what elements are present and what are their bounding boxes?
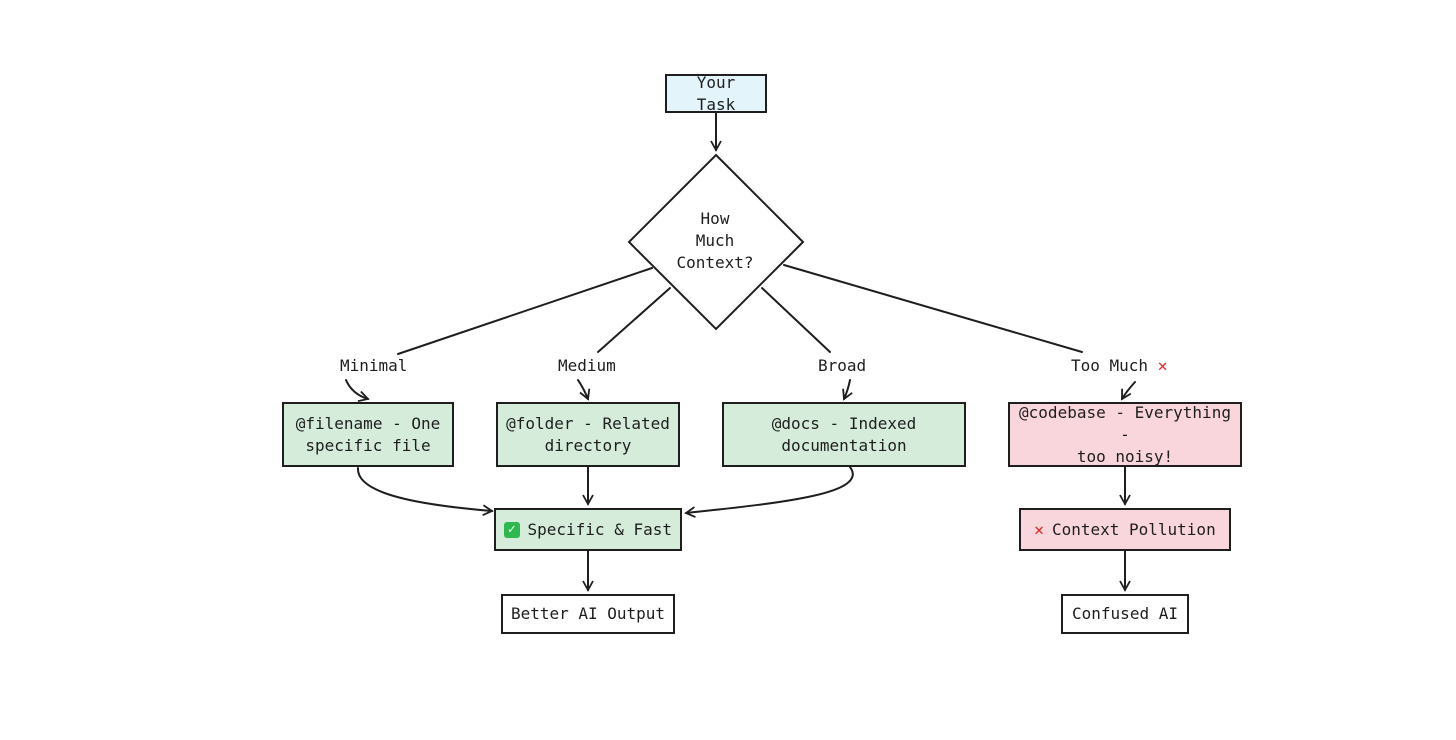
edge-label-broad: Broad [818, 356, 867, 375]
better-output-node: Better AI Output [501, 594, 675, 634]
cross-mark-icon: ✕ [1034, 519, 1044, 539]
docs-node: @docs - Indexed documentation [722, 402, 966, 467]
edge-minimal-to-filename [345, 379, 370, 402]
task-node: Your Task [665, 73, 767, 114]
edge-filename-to-specific [356, 467, 494, 517]
specific-fast-node: ✓ Specific & Fast [494, 508, 682, 551]
context-pollution-node: ✕ Context Pollution [1019, 508, 1231, 551]
context-pollution-label: Context Pollution [1051, 519, 1216, 539]
decision-label: How Much Context? [676, 209, 754, 272]
edge-label-too-much: Too Much ✕ [1071, 356, 1167, 376]
check-mark-icon: ✓ [504, 521, 520, 538]
edge-label-medium: Medium [558, 356, 616, 375]
edge-decision-to-broad [761, 287, 831, 353]
specific-fast-label: Specific & Fast [527, 519, 673, 539]
edge-medium-to-folder [577, 379, 591, 401]
folder-node: @folder - Related directory [496, 402, 680, 467]
edge-decision-to-minimal [397, 267, 653, 355]
edge-broad-to-docs [842, 379, 853, 401]
too-much-text: Too Much [1071, 356, 1149, 375]
confused-ai-node: Confused AI [1061, 594, 1189, 634]
edge-label-minimal: Minimal [340, 356, 408, 375]
edge-too-much-to-codebase [1121, 381, 1136, 401]
edge-decision-to-too-much [783, 264, 1083, 353]
cross-mark-icon: ✕ [1157, 356, 1168, 375]
decision-diamond [627, 153, 805, 331]
edge-decision-to-medium [597, 287, 671, 353]
edge-docs-to-specific [684, 466, 854, 518]
codebase-node: @codebase - Everything - too noisy! [1008, 402, 1242, 467]
filename-node: @filename - One specific file [282, 402, 454, 467]
